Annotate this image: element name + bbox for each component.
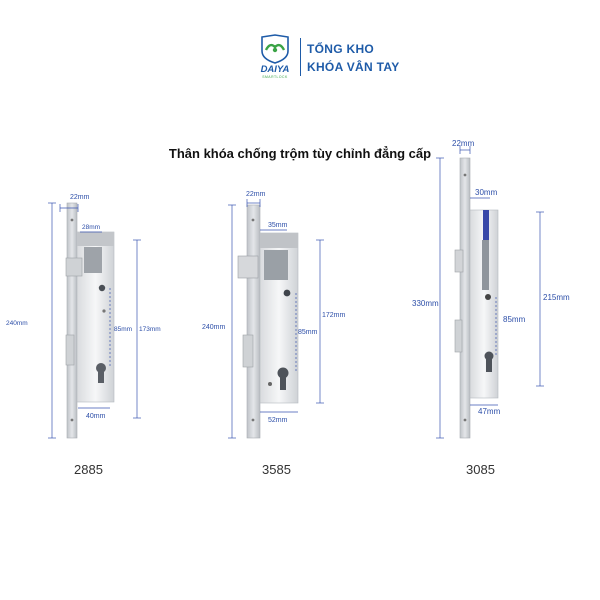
latch-bolt [237,255,259,279]
model-label-2885: 2885 [74,462,103,477]
logo-sub: SMARTLOCK [262,75,288,79]
mechanism-link [483,210,489,240]
model-label-3085: 3085 [466,462,495,477]
dim-bottom: 47mm [478,407,501,416]
dim-height: 240mm [6,320,28,327]
dim-backset: 28mm [82,224,100,231]
lock-3585: 22mm 35mm 240mm 172mm 85mm 52mm [202,191,346,439]
case-top [77,232,114,246]
model-label-3585: 3585 [262,462,291,477]
company-name-line1: TỔNG KHO [307,42,375,56]
dimension-lines [48,202,141,439]
dim-height: 330mm [412,299,439,308]
dim-backset: 30mm [475,188,498,197]
dimension-lines [228,199,324,439]
latch-bolt [65,257,83,277]
deadbolt [65,334,75,366]
spindle-hole [485,294,491,300]
dim-width: 22mm [246,191,266,198]
screw [268,382,272,386]
dim-height: 240mm [202,324,226,331]
dim-center: 85mm [503,315,526,324]
latch-mechanism [264,250,288,280]
dim-span: 173mm [139,326,161,333]
screw [463,418,467,422]
screw [251,418,255,422]
daiya-logo: DAIYA SMARTLOCK [261,34,290,79]
screw [70,218,74,222]
spindle-hole [283,289,291,297]
dim-span: 215mm [543,293,570,302]
screw [251,218,255,222]
company-name-line2: KHÓA VÂN TAY [307,60,400,74]
cylinder-slot [98,368,104,383]
case-top [260,233,298,248]
lock-3085: 22mm 30mm 330mm 215mm 85mm 47mm [412,139,570,439]
faceplate [459,157,471,439]
faceplate [246,204,261,439]
dim-width: 22mm [70,194,90,201]
cylinder-slot [486,356,492,372]
lock-2885: 22mm 28mm 240mm 173mm 85mm 40mm [6,194,161,439]
dimension-lines [436,146,544,439]
bolt-rod [482,240,489,290]
dim-backset: 35mm [268,222,288,229]
dim-bottom: 52mm [268,417,288,424]
deadbolt [242,334,254,368]
headline: Thân khóa chống trộm tùy chỉnh đẳng cấp [168,146,432,161]
latch-mechanism [84,247,102,273]
deadbolt [454,319,463,353]
spindle-hole [98,284,106,292]
dim-center: 85mm [114,326,132,333]
screw [70,418,74,422]
dim-span: 172mm [322,312,346,319]
logo-brand: DAIYA [261,64,290,75]
dim-center: 85mm [298,329,318,336]
screw [463,173,467,177]
faceplate [66,202,78,439]
latch-bolt [454,249,464,273]
cylinder-slot [280,373,286,390]
screw [102,309,106,313]
dim-bottom: 40mm [86,413,106,420]
logo-divider [300,38,301,76]
dim-width: 22mm [452,139,475,148]
